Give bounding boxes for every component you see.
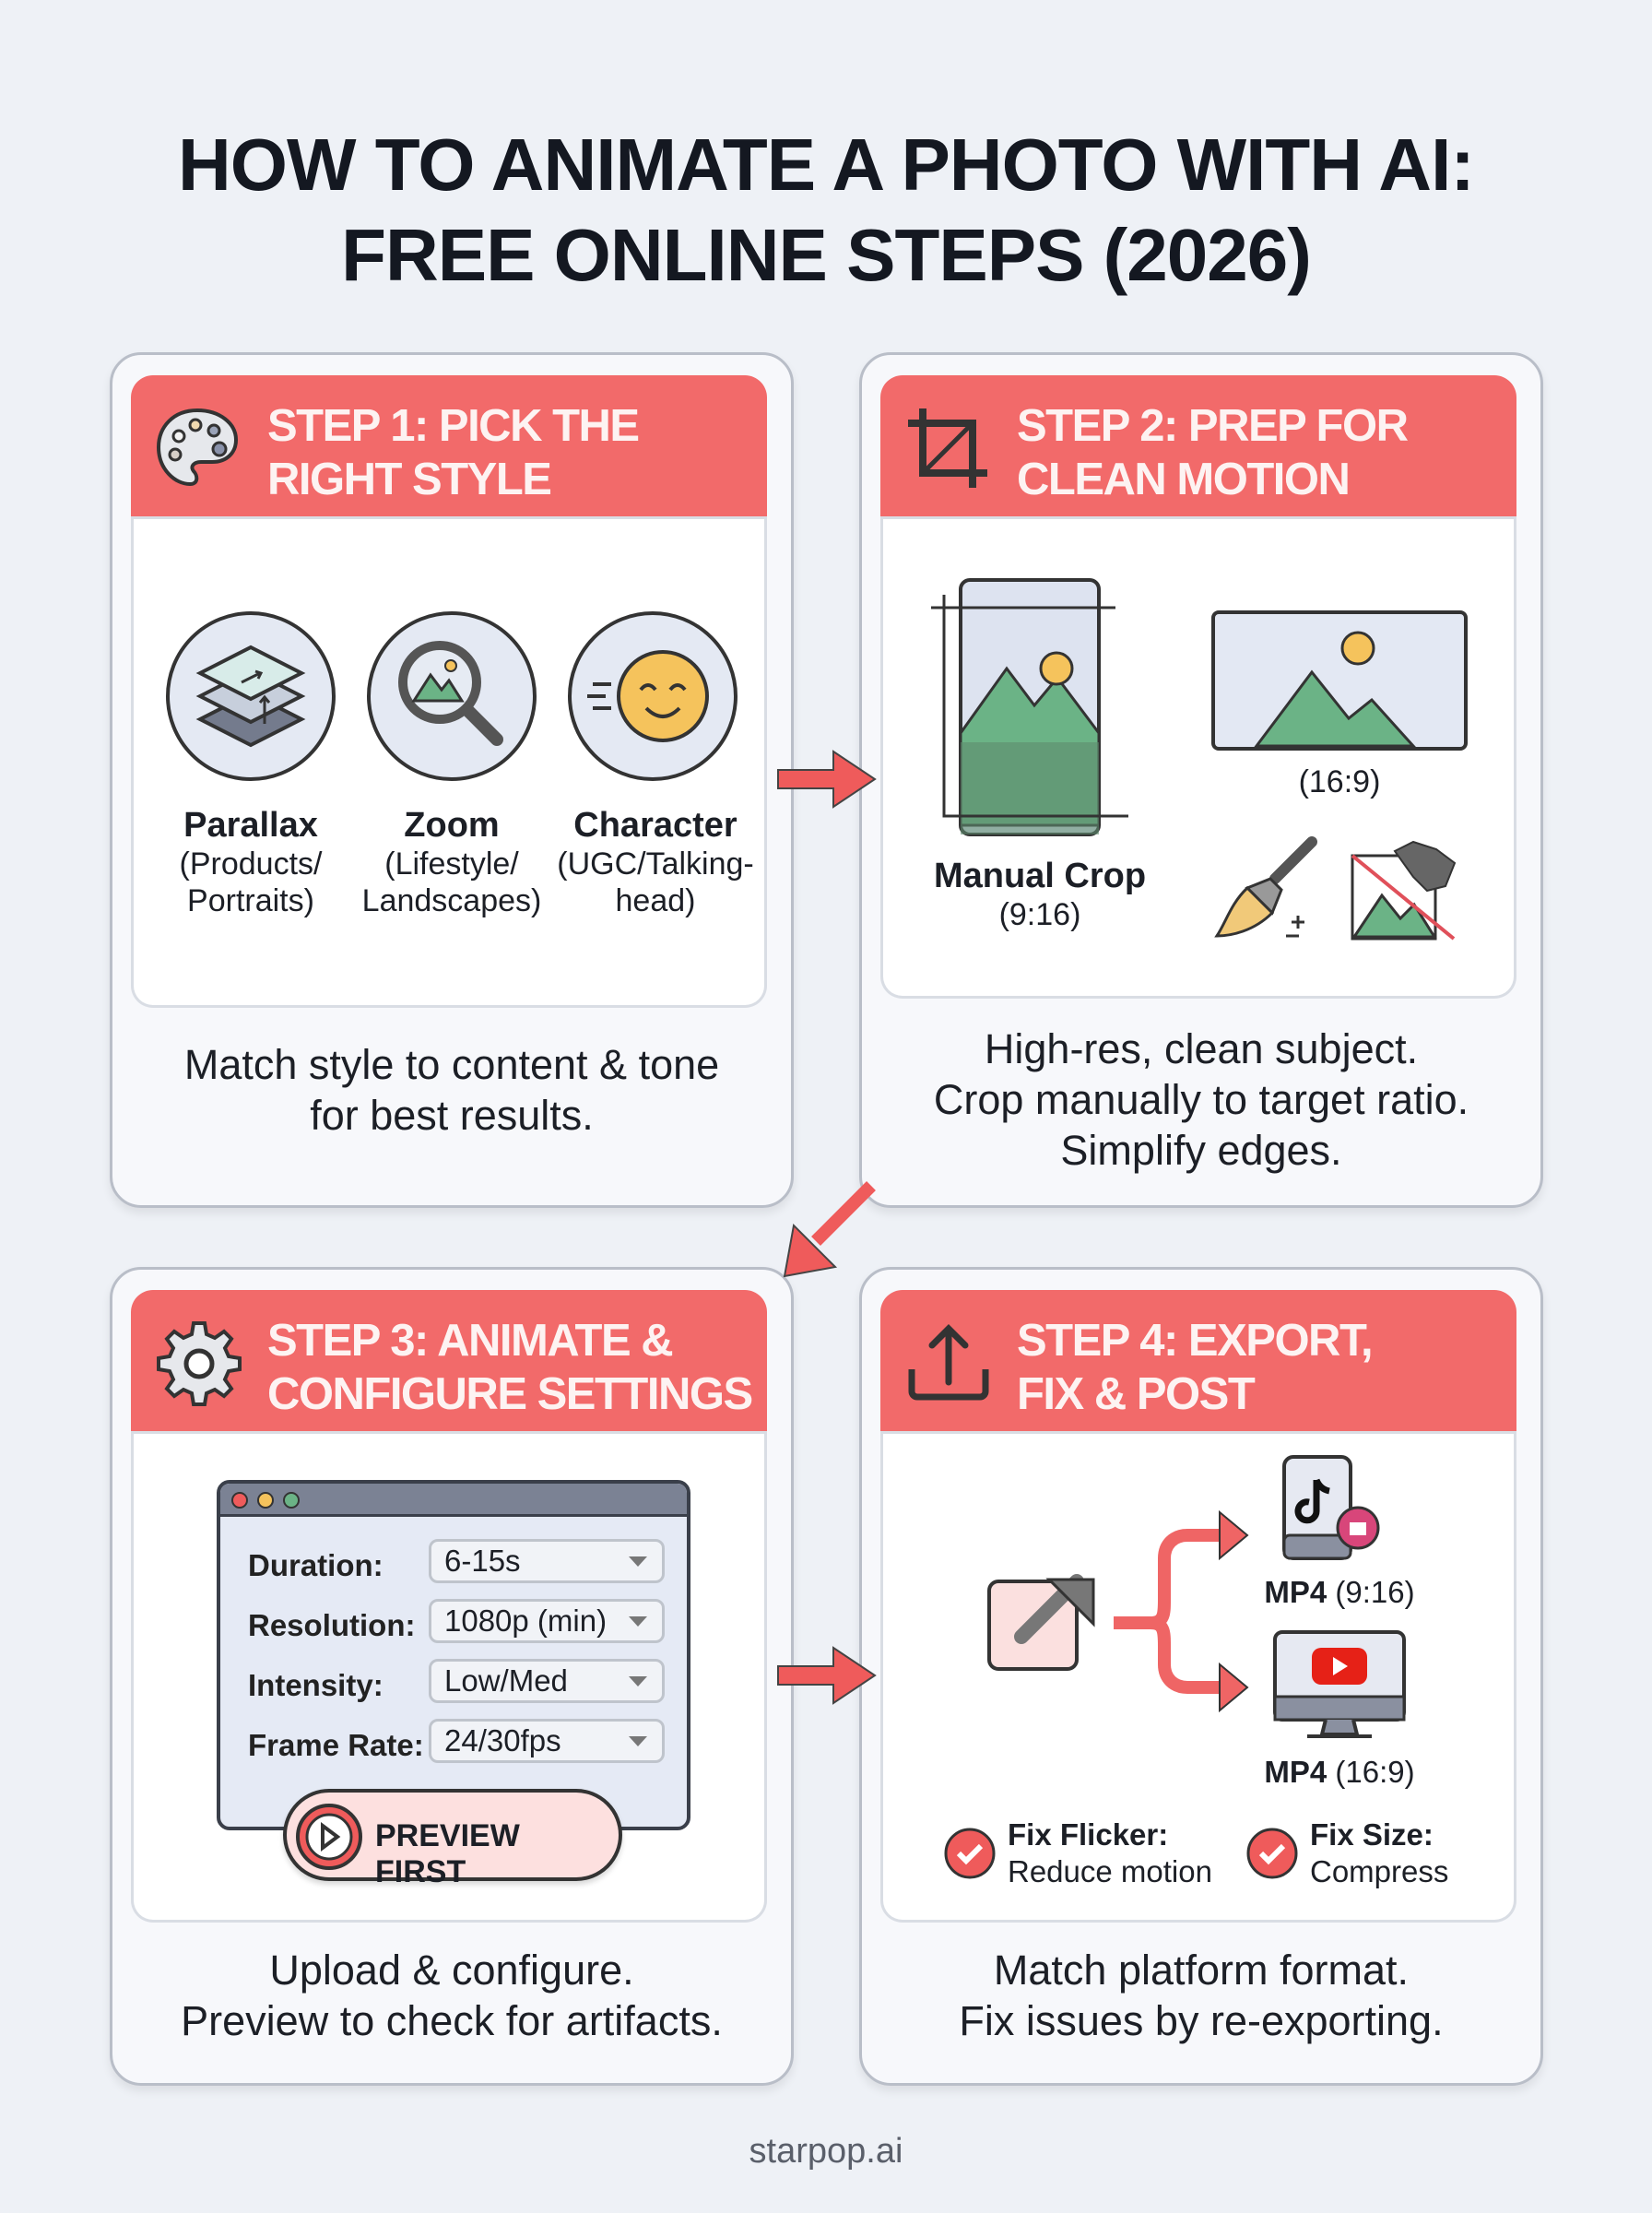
preview-first-button[interactable]: PREVIEW FIRST bbox=[283, 1789, 622, 1889]
landscape-16-9-illustration bbox=[1211, 610, 1468, 751]
character-icon bbox=[568, 611, 738, 781]
duration-label: Duration: bbox=[248, 1548, 384, 1582]
intensity-select[interactable]: Low/Med bbox=[429, 1659, 665, 1703]
title-line-1: HOW TO ANIMATE A PHOTO WITH AI: bbox=[178, 124, 1475, 206]
step-2-caption: High-res, clean subject.Crop manually to… bbox=[933, 1025, 1469, 1174]
arrow-down-left-icon bbox=[783, 1181, 876, 1278]
style-parallax: Parallax(Products/Portraits) bbox=[179, 806, 323, 918]
wide-ratio-label: (16:9) bbox=[1298, 764, 1381, 799]
crop-icon bbox=[908, 408, 987, 488]
remove-background-icon bbox=[1351, 840, 1457, 941]
step-4-card: STEP 4: EXPORT,FIX & POST MP4 (9:16) MP4… bbox=[859, 1267, 1543, 2086]
parallax-icon bbox=[166, 611, 336, 781]
zoom-icon bbox=[367, 611, 537, 781]
step-3-panel: Duration: 6-15s Resolution: 1080p (min) … bbox=[131, 1434, 767, 1923]
resolution-select[interactable]: 1080p (min) bbox=[429, 1599, 665, 1643]
window-titlebar bbox=[220, 1484, 687, 1517]
palette-icon bbox=[156, 408, 239, 487]
step-3-header: STEP 3: ANIMATE &CONFIGURE SETTINGS bbox=[131, 1290, 767, 1434]
step-4-header: STEP 4: EXPORT,FIX & POST bbox=[880, 1290, 1516, 1434]
duration-select[interactable]: 6-15s bbox=[429, 1539, 665, 1583]
step-4-caption: Match platform format.Fix issues by re-e… bbox=[959, 1947, 1444, 2044]
branch-arrows bbox=[1114, 1509, 1249, 1713]
mp4-16-9-label: MP4 (16:9) bbox=[1264, 1755, 1415, 1789]
frame-rate-label: Frame Rate: bbox=[248, 1728, 424, 1762]
play-icon bbox=[296, 1804, 362, 1870]
clean-brush-icon bbox=[1214, 836, 1317, 938]
style-zoom: Zoom(Lifestyle/Landscapes) bbox=[361, 806, 542, 918]
mp4-9-16-label: MP4 (9:16) bbox=[1264, 1575, 1415, 1609]
maximize-dot[interactable] bbox=[283, 1492, 300, 1509]
phone-tiktok-reels-icon bbox=[1282, 1455, 1380, 1560]
preview-first-label: PREVIEW FIRST bbox=[375, 1818, 520, 1889]
manual-crop-illustration bbox=[931, 578, 1128, 836]
export-icon bbox=[987, 1574, 1095, 1671]
manual-crop-label: Manual Crop(9:16) bbox=[933, 857, 1147, 932]
step-3-title: STEP 3: ANIMATE &CONFIGURE SETTINGS bbox=[267, 1316, 753, 1419]
footer-brand: starpop.ai bbox=[749, 2132, 903, 2171]
step-4-panel: MP4 (9:16) MP4 (16:9) Fix Flicker:Reduce… bbox=[880, 1434, 1516, 1923]
arrow-right-icon bbox=[777, 750, 877, 809]
fix-flicker: Fix Flicker:Reduce motion bbox=[1008, 1817, 1212, 1888]
resolution-label: Resolution: bbox=[248, 1608, 416, 1642]
upload-icon bbox=[908, 1324, 989, 1401]
minimize-dot[interactable] bbox=[257, 1492, 274, 1509]
title-line-2: FREE ONLINE STEPS (2026) bbox=[341, 214, 1312, 296]
step-3-card: STEP 3: ANIMATE &CONFIGURE SETTINGS Dura… bbox=[110, 1267, 794, 2086]
fix-size: Fix Size:Compress bbox=[1310, 1817, 1449, 1888]
step-3-caption: Upload & configure.Preview to check for … bbox=[181, 1947, 723, 2044]
close-dot[interactable] bbox=[231, 1492, 248, 1509]
check-circle-icon bbox=[944, 1828, 996, 1879]
check-circle-icon bbox=[1246, 1828, 1298, 1879]
step-4-title: STEP 4: EXPORT,FIX & POST bbox=[1017, 1316, 1374, 1419]
page-title: HOW TO ANIMATE A PHOTO WITH AI: FREE ONL… bbox=[0, 120, 1652, 301]
frame-rate-select[interactable]: 24/30fps bbox=[429, 1719, 665, 1763]
step-2-panel: Manual Crop(9:16) (16:9) bbox=[880, 519, 1516, 999]
style-character: Character(UGC/Talking-head) bbox=[557, 806, 754, 918]
monitor-youtube-icon bbox=[1273, 1630, 1406, 1738]
arrow-right-icon bbox=[777, 1646, 877, 1705]
intensity-label: Intensity: bbox=[248, 1668, 384, 1702]
step-1-panel: Parallax(Products/Portraits) Zoom(Lifest… bbox=[131, 519, 767, 1008]
settings-window: Duration: 6-15s Resolution: 1080p (min) … bbox=[217, 1480, 690, 1830]
gear-icon bbox=[157, 1321, 242, 1406]
